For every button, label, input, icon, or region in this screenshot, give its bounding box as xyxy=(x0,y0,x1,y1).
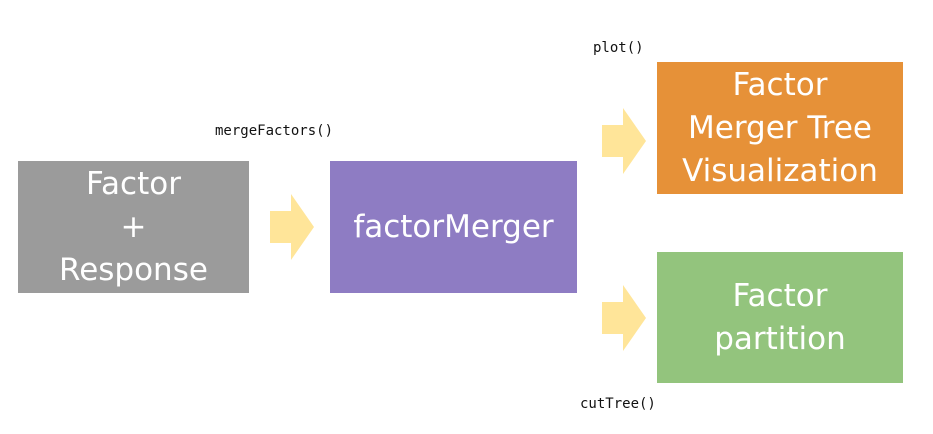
factor-response-box: Factor + Response xyxy=(18,161,249,293)
merge-factors-label: mergeFactors() xyxy=(215,123,334,139)
visualization-line-1: Factor xyxy=(732,66,828,103)
plot-label: plot() xyxy=(593,40,644,56)
right-arrow-icon xyxy=(602,108,646,174)
visualization-line-3: Visualization xyxy=(682,152,878,189)
right-arrow-icon xyxy=(270,194,314,260)
merger-tree-visualization-box: Factor Merger Tree Visualization xyxy=(657,62,903,194)
factor-merger-box: factorMerger xyxy=(330,161,577,293)
partition-line-2: partition xyxy=(714,320,846,357)
visualization-line-2: Merger Tree xyxy=(688,109,872,146)
factor-response-line-1: Factor xyxy=(86,165,181,202)
right-arrow-icon xyxy=(602,285,646,351)
cut-tree-label: cutTree() xyxy=(580,396,656,412)
factor-merger-label: factorMerger xyxy=(353,208,554,245)
factor-partition-box: Factor partition xyxy=(657,252,903,383)
factor-response-line-3: Response xyxy=(59,251,208,288)
factor-response-line-2: + xyxy=(120,208,147,245)
partition-line-1: Factor xyxy=(732,277,828,314)
